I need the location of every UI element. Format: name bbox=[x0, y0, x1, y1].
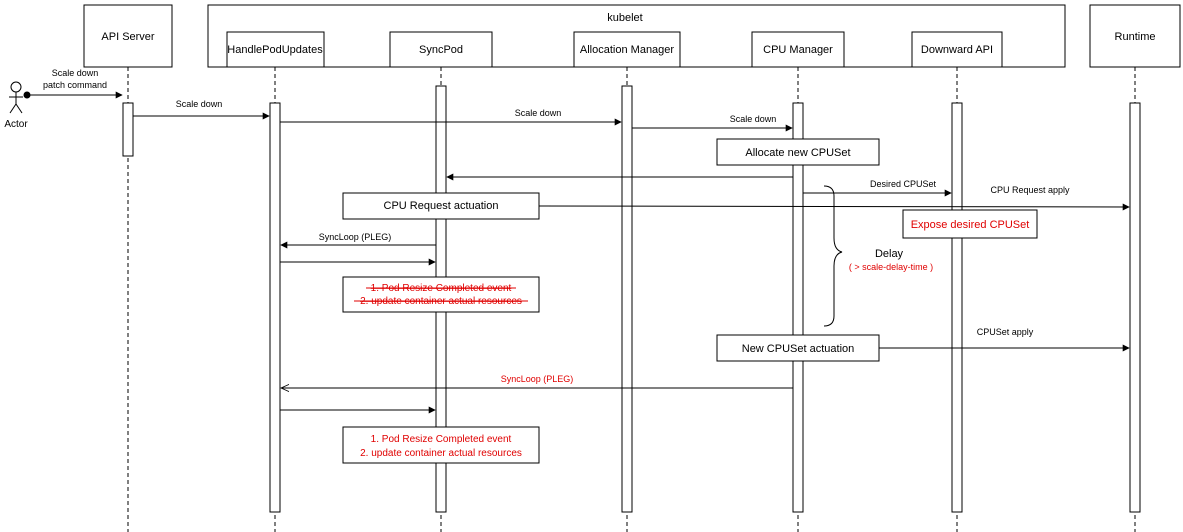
message-syncloop-pleg-1-label: SyncLoop (PLEG) bbox=[319, 232, 392, 242]
box-new-cpuset-actuation: New CPUSet actuation bbox=[716, 334, 880, 362]
participant-handle-pod-updates: HandlePodUpdates bbox=[226, 31, 325, 68]
message-cpu-to-downward-label: Desired CPUSet bbox=[870, 179, 937, 189]
delay-brace: Delay ( > scale-delay-time ) bbox=[823, 185, 933, 327]
participant-allocation-manager: Allocation Manager bbox=[573, 31, 681, 68]
participant-api-server-label: API Server bbox=[101, 31, 155, 43]
activation-bars bbox=[122, 85, 1141, 513]
message-cpu-to-downward: Desired CPUSet bbox=[803, 179, 952, 197]
activation-api-server bbox=[122, 102, 134, 157]
message-syncloop-pleg-1: SyncLoop (PLEG) bbox=[280, 232, 436, 249]
box-strikethrough-steps: 1. Pod Resize Completed event 2. update … bbox=[342, 276, 540, 313]
actor-label: Actor bbox=[4, 119, 28, 130]
message-allocation-to-cpu-label: Scale down bbox=[730, 114, 777, 124]
participant-handle-pod-updates-label: HandlePodUpdates bbox=[227, 44, 323, 56]
activation-cpu-manager bbox=[792, 102, 804, 513]
message-syncloop-pleg-2-label: SyncLoop (PLEG) bbox=[501, 374, 574, 384]
message-actor-to-api-line1: Scale down bbox=[52, 68, 99, 78]
message-handle-to-allocation-label: Scale down bbox=[515, 108, 562, 118]
box-expose-desired-cpuset-label: Expose desired CPUSet bbox=[911, 219, 1030, 231]
delay-detail: ( > scale-delay-time ) bbox=[849, 262, 933, 272]
box-allocate-new-cpuset-label: Allocate new CPUSet bbox=[745, 147, 850, 159]
participant-downward-api-label: Downward API bbox=[921, 44, 993, 56]
activation-handle-pod-updates bbox=[269, 102, 281, 513]
participant-cpu-manager-label: CPU Manager bbox=[763, 44, 833, 56]
message-syncloop-pleg-2: SyncLoop (PLEG) bbox=[281, 374, 793, 388]
box-final-step2: 2. update container actual resources bbox=[360, 448, 522, 459]
message-cpu-to-runtime-label: CPUSet apply bbox=[977, 327, 1034, 337]
box-new-cpuset-actuation-label: New CPUSet actuation bbox=[742, 343, 855, 355]
participant-allocation-manager-label: Allocation Manager bbox=[580, 44, 675, 56]
message-syncpod-to-runtime-label: CPU Request apply bbox=[990, 185, 1070, 195]
box-cpu-request-actuation: CPU Request actuation bbox=[342, 192, 540, 220]
participant-runtime: Runtime bbox=[1089, 4, 1181, 68]
activation-downward-api bbox=[951, 102, 963, 513]
message-actor-to-api: Scale down patch command bbox=[23, 68, 123, 99]
participant-downward-api: Downward API bbox=[911, 31, 1003, 68]
box-final-steps: 1. Pod Resize Completed event 2. update … bbox=[342, 426, 540, 464]
box-final-step1: 1. Pod Resize Completed event bbox=[371, 434, 512, 445]
message-cpu-to-runtime: CPUSet apply bbox=[879, 327, 1130, 352]
message-handle-to-allocation: Scale down bbox=[280, 108, 622, 126]
activation-runtime bbox=[1129, 102, 1141, 513]
box-allocate-new-cpuset: Allocate new CPUSet bbox=[716, 138, 880, 166]
participant-api-server: API Server bbox=[83, 4, 173, 68]
message-api-to-handle-label: Scale down bbox=[176, 99, 223, 109]
message-actor-to-api-line2: patch command bbox=[43, 80, 107, 90]
kubelet-label: kubelet bbox=[607, 12, 642, 24]
actor-icon bbox=[9, 81, 23, 114]
activation-allocation-manager bbox=[621, 85, 633, 513]
participant-sync-pod: SyncPod bbox=[389, 31, 493, 68]
box-expose-desired-cpuset: Expose desired CPUSet bbox=[902, 209, 1038, 239]
participant-cpu-manager: CPU Manager bbox=[751, 31, 845, 68]
participant-sync-pod-label: SyncPod bbox=[419, 44, 463, 56]
message-api-to-handle: Scale down bbox=[133, 99, 270, 120]
delay-label: Delay bbox=[875, 248, 904, 260]
box-cpu-request-actuation-label: CPU Request actuation bbox=[384, 200, 499, 212]
message-allocation-to-cpu: Scale down bbox=[632, 114, 793, 132]
participant-runtime-label: Runtime bbox=[1115, 31, 1156, 43]
